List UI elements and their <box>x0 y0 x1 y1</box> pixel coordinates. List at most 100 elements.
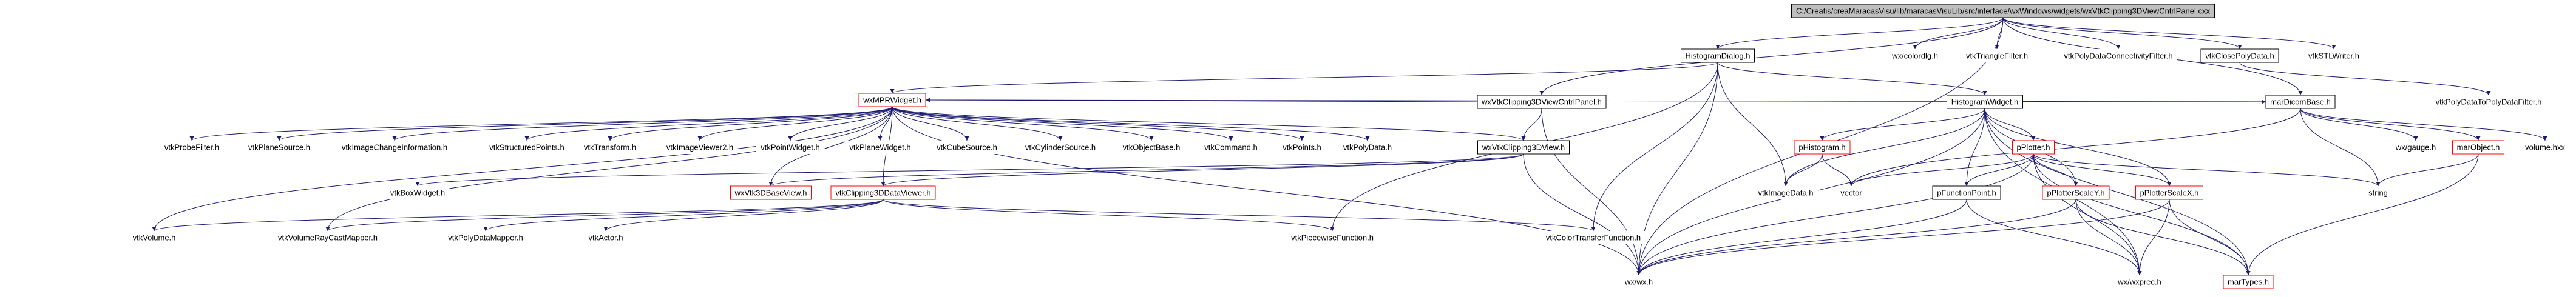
node-pplotterscaley[interactable]: pPlotterScaleY.h <box>2042 185 2110 200</box>
edge-vtkclipping3ddataviewer-to-vtkactor <box>603 199 884 232</box>
node-box <box>2059 49 2177 62</box>
node-wxvtkclippingpanel[interactable]: wxVtkClipping3DViewCntrlPanel.h <box>1477 95 1607 109</box>
node-box <box>337 141 452 154</box>
edge-mardicombase-to-string <box>2300 108 2381 187</box>
node-vtkstructuredpoints: vtkStructuredPoints.h <box>485 141 569 154</box>
edge-root-to-wxcolordlg <box>1913 17 2004 50</box>
edge-wxmaprwidget-to-wxwx <box>892 106 1641 276</box>
node-vtkvolume: vtkVolume.h <box>128 231 180 244</box>
node-box <box>1338 141 1397 154</box>
node-histogramdialog[interactable]: HistogramDialog.h <box>1681 48 1755 63</box>
node-vtktrianglefilter: vtkTriangleFilter.h <box>1961 49 2033 62</box>
node-box <box>1681 48 1755 63</box>
edge-pplotterscalex-to-martypes <box>2169 199 2251 276</box>
node-label: vtkPolyDataToPolyDataFilter.h <box>2436 98 2542 107</box>
edge-wxvtkclippingpanel-to-wxvtkclipping3dview <box>1521 108 1542 141</box>
edge-pplotter-to-pplotterscaley <box>2033 153 2078 187</box>
node-label: marObject.h <box>2457 143 2500 152</box>
node-pplotter[interactable]: pPlotter.h <box>2012 140 2055 155</box>
node-label: vtkStructuredPoints.h <box>489 143 564 152</box>
edge-wxmaprwidget-to-vtkvolumeraycastmapper <box>325 106 893 232</box>
node-label: vtkProbeFilter.h <box>164 143 219 152</box>
node-label: pPlotterScaleY.h <box>2047 189 2104 198</box>
node-volumehxx: volume.hxx <box>2521 141 2569 154</box>
node-label: vtkPolyData.h <box>1343 143 1392 152</box>
node-box <box>1754 186 1818 199</box>
edge-wxmaprwidget-to-wxvtk3dbaseview <box>768 106 893 187</box>
node-vtkclipping3ddataviewer[interactable]: vtkClipping3DDataViewer.h <box>830 185 936 200</box>
node-vtkactor: vtkActor.h <box>584 231 628 244</box>
node-wxvtkclipping3dview[interactable]: wxVtkClipping3DView.h <box>1477 140 1570 155</box>
node-label: marTypes.h <box>2228 278 2269 287</box>
node-label: vtkImageData.h <box>1758 189 1813 198</box>
node-box <box>579 141 641 154</box>
edge-histogramwidget-to-phistogram <box>1820 108 1985 141</box>
node-label: vtkTriangleFilter.h <box>1966 52 2028 61</box>
node-label: vtkBoxWidget.h <box>390 189 445 198</box>
edge-histogramdialog-to-wxwx <box>1636 62 1718 276</box>
node-label: vtkTransform.h <box>584 143 636 152</box>
edge-wxvtkclipping3dview-to-wxvtk3dbaseview <box>768 153 1524 187</box>
edge-histogramdialog-to-histogramwidget <box>1717 62 1987 96</box>
node-pplotterscalex[interactable]: pPlotterScaleX.h <box>2135 185 2203 200</box>
node-wxwxprec: wx/wxprec.h <box>2113 275 2166 289</box>
edge-root-to-vtkclosepolydata <box>2002 17 2242 50</box>
node-pfunctionpoint[interactable]: pFunctionPoint.h <box>1932 185 2001 200</box>
edge-pplotter-to-wxwx <box>1636 153 2034 276</box>
node-wxvtk3dbaseview[interactable]: wxVtk3DBaseView.h <box>730 185 812 200</box>
node-box <box>756 141 824 154</box>
node-box <box>1020 141 1100 154</box>
edge-pplotter-to-vector <box>1849 153 2034 187</box>
node-marobject[interactable]: marObject.h <box>2452 140 2504 155</box>
edge-root-to-vtkpolydataconn <box>2002 17 2121 50</box>
edge-wxmaprwidget-to-vtkobjectbase <box>892 106 1154 141</box>
node-label: wx/wxprec.h <box>2117 278 2161 287</box>
node-box <box>2200 48 2279 63</box>
node-label: vtkImageViewer2.h <box>666 143 733 152</box>
edge-pfunctionpoint-to-wxwx <box>1636 199 1967 276</box>
edge-root-to-wxvtkclippingpanel <box>1539 17 2004 96</box>
node-label: wx/gauge.h <box>2395 143 2436 152</box>
node-label: vtkPointWidget.h <box>761 143 820 152</box>
edge-vtkclipping3ddataviewer-to-vtkvolume <box>152 199 884 232</box>
node-label: vtkPlaneWidget.h <box>849 143 910 152</box>
node-root[interactable]: C:/Creatis/creaMaracasVisu/lib/maracasVi… <box>1791 4 2215 18</box>
edge-wxmaprwidget-to-vtkimagechangeinfo <box>392 106 893 141</box>
node-vector: vector <box>1836 186 1866 199</box>
node-vtkimageviewer2: vtkImageViewer2.h <box>662 141 738 154</box>
node-vtkplanewidget: vtkPlaneWidget.h <box>845 141 915 154</box>
node-vtkpiecewisefunction: vtkPiecewiseFunction.h <box>1287 231 1378 244</box>
edge-wxmaprwidget-to-vtkpolydata <box>892 106 1370 141</box>
node-histogramwidget[interactable]: HistogramWidget.h <box>1947 95 2023 109</box>
edge-root-to-histogramdialog <box>1715 17 2004 50</box>
node-vtkstlwriter: vtkSTLWriter.h <box>2303 49 2364 62</box>
edge-wxmaprwidget-to-vtkstructuredpoints <box>524 106 893 141</box>
node-mardicombase[interactable]: marDicomBase.h <box>2265 95 2336 109</box>
node-vtkclosepolydata[interactable]: vtkClosePolyData.h <box>2200 48 2279 63</box>
edge-mardicombase-to-marobject <box>2300 108 2481 141</box>
node-box <box>273 231 382 244</box>
node-wxgauge: wx/gauge.h <box>2391 141 2441 154</box>
node-wxwx: wx/wx.h <box>1620 275 1658 289</box>
node-label: wx/wx.h <box>1624 278 1653 287</box>
edge-wxmaprwidget-to-vtkcylindersource <box>892 106 1063 141</box>
edge-phistogram-to-vector <box>1822 153 1854 187</box>
edge-vtkclipping3ddataviewer-to-vtkpolydatamapper <box>483 199 884 232</box>
node-wxmaprwidget[interactable]: wxMPRWidget.h <box>858 93 926 107</box>
node-phistogram[interactable]: pHistogram.h <box>1794 140 1851 155</box>
node-vtkplanesource: vtkPlaneSource.h <box>244 141 314 154</box>
node-label: C:/Creatis/creaMaracasVisu/lib/maracasVi… <box>1796 7 2211 16</box>
node-box <box>730 185 812 200</box>
edge-root-to-vtkstlwriter <box>2002 17 2336 50</box>
node-label: vtkVolume.h <box>133 233 176 242</box>
edge-wxvtkclipping3dview-to-wxwx <box>1523 153 1641 276</box>
node-vtkprobefilter: vtkProbeFilter.h <box>160 141 224 154</box>
node-label: vtkPiecewiseFunction.h <box>1291 233 1374 242</box>
node-label: wxVtkClipping3DViewCntrlPanel.h <box>1481 98 1602 107</box>
node-vtkpolydata: vtkPolyData.h <box>1338 141 1397 154</box>
node-martypes[interactable]: marTypes.h <box>2223 275 2274 289</box>
edge-pplotterscaley-to-wxwx <box>1636 199 2076 276</box>
edge-pplotter-to-wxwxprec <box>2033 153 2142 276</box>
edge-histogramwidget-to-vtkimagedata <box>1783 108 1985 187</box>
